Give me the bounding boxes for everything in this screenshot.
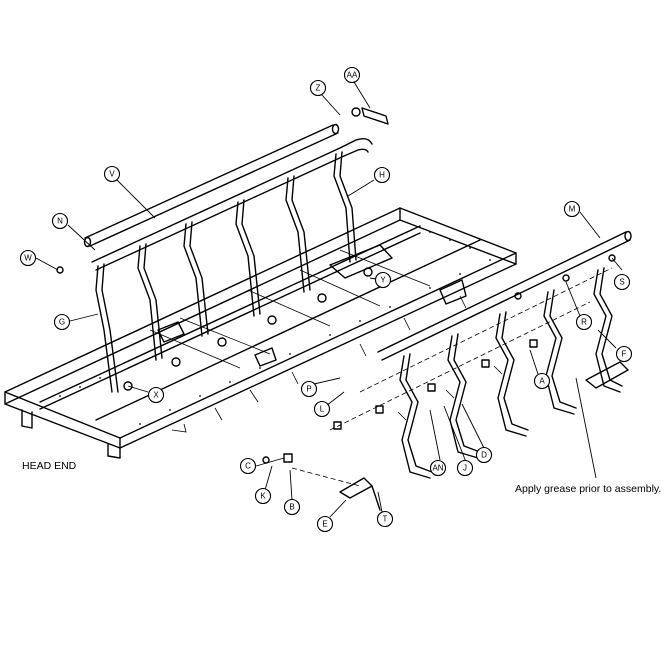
head-side-rail (83, 107, 389, 393)
callout-bubbles: Z AA V H N W G M S Y R F X P A L D AN J … (19, 66, 633, 533)
callout-r-label: R (581, 318, 587, 327)
callout-c-label: C (245, 462, 251, 471)
callout-b-label: B (289, 503, 294, 512)
callout-n-label: N (57, 217, 63, 226)
callout-e: E (316, 515, 334, 533)
callout-t: T (376, 510, 394, 528)
callout-r: R (575, 313, 593, 331)
head-end-label: HEAD END (22, 460, 77, 472)
leader-lines (35, 81, 623, 518)
callout-aa-label: AA (347, 71, 358, 80)
callout-n: N (51, 212, 69, 230)
callout-d-label: D (481, 451, 487, 460)
callout-s: S (613, 273, 631, 291)
callout-y: Y (374, 271, 392, 289)
callout-h-label: H (379, 171, 385, 180)
callout-j-label: J (463, 464, 467, 473)
callout-m: M (563, 200, 581, 218)
callout-aa: AA (343, 66, 361, 84)
callout-k: K (254, 487, 272, 505)
callout-s-label: S (619, 278, 624, 287)
callout-p-label: P (306, 385, 311, 394)
callout-v: V (103, 165, 121, 183)
foot-side-rail-exploded (56, 230, 632, 511)
callout-l: L (313, 400, 331, 418)
grease-note: Apply grease prior to assembly. (515, 483, 661, 495)
callout-an: AN (429, 459, 447, 477)
callout-f: F (615, 345, 633, 363)
callout-v-label: V (109, 170, 115, 179)
callout-l-label: L (320, 405, 325, 414)
callout-d: D (475, 446, 493, 464)
callout-c: C (239, 457, 257, 475)
callout-p: P (300, 380, 318, 398)
callout-f-label: F (622, 350, 627, 359)
callout-z-label: Z (316, 84, 321, 93)
callout-w: W (19, 249, 37, 267)
callout-k-label: K (260, 492, 266, 501)
callout-a: A (533, 372, 551, 390)
callout-g-label: G (59, 318, 65, 327)
callout-x-label: X (153, 391, 159, 400)
callout-x: X (147, 386, 165, 404)
rail-spindles (399, 267, 623, 479)
callout-j: J (456, 459, 474, 477)
hardware-parts (56, 254, 616, 464)
callout-y-label: Y (380, 276, 386, 285)
callout-e-label: E (322, 520, 327, 529)
callout-a-label: A (539, 377, 545, 386)
callout-b: B (283, 498, 301, 516)
callout-an-label: AN (432, 464, 443, 473)
callout-w-label: W (24, 254, 32, 263)
callout-g: G (53, 313, 71, 331)
callout-t-label: T (383, 515, 388, 524)
callout-z: Z (309, 79, 327, 97)
callout-m-label: M (569, 205, 576, 214)
callout-h: H (373, 166, 391, 184)
